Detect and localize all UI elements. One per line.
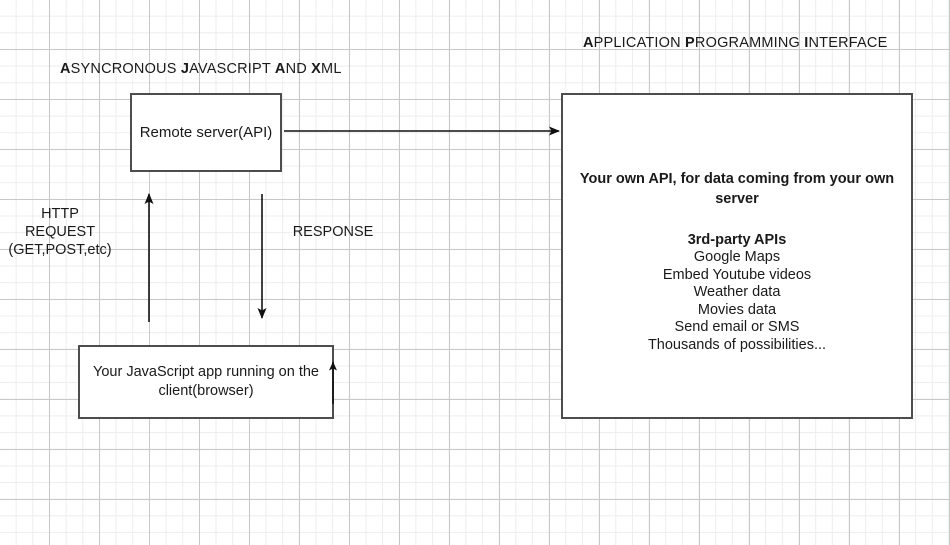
api-list-item: Google Maps: [693, 249, 781, 265]
ajax-title: ASYNCRONOUS JAVASCRIPT AND XML: [60, 61, 342, 77]
api-title-part-0: A: [583, 35, 594, 51]
api-list-item: Weather data: [693, 284, 781, 300]
api-title-part-3: ROGRAMMING: [694, 35, 805, 51]
api-title-part-5: NTERFACE: [808, 35, 888, 51]
ajax-title-part-4: A: [274, 61, 286, 77]
api-list-item: Movies data: [697, 301, 777, 318]
ajax-title-part-7: ML: [321, 61, 342, 77]
api-list-item: Send email or SMS: [674, 319, 800, 335]
api-headline: Your own API, for data coming from your …: [579, 171, 895, 207]
response-edge-label: RESPONSE: [292, 224, 374, 240]
api-panel-node: Your own API, for data coming from your …: [561, 93, 913, 419]
api-list-item: Thousands of possibilities...: [647, 336, 827, 353]
ajax-title-part-6: X: [311, 61, 322, 77]
ajax-title-part-5: ND: [285, 61, 312, 77]
ajax-title-part-0: A: [60, 61, 71, 77]
api-title-part-1: PPLICATION: [593, 35, 686, 51]
remote-server-label: Remote server(API): [139, 124, 273, 141]
ajax-title-part-1: SYNCRONOUS: [70, 61, 181, 77]
client-app-label: Your JavaScript app running on the clien…: [93, 364, 319, 399]
api-title-part-2: P: [685, 35, 695, 51]
api-list-item: Embed Youtube videos: [662, 266, 812, 283]
api-title: APPLICATION PROGRAMMING INTERFACE: [583, 35, 887, 51]
api-title-part-4: I: [804, 35, 809, 51]
http-request-edge-label: HTTP REQUEST (GET,POST,etc): [8, 206, 112, 258]
client-app-node: Your JavaScript app running on the clien…: [78, 345, 334, 419]
api-subhead: 3rd-party APIs: [687, 232, 787, 248]
ajax-title-part-2: J: [180, 61, 190, 77]
remote-server-node: Remote server(API): [130, 93, 282, 172]
ajax-title-part-3: AVASCRIPT: [189, 61, 275, 77]
